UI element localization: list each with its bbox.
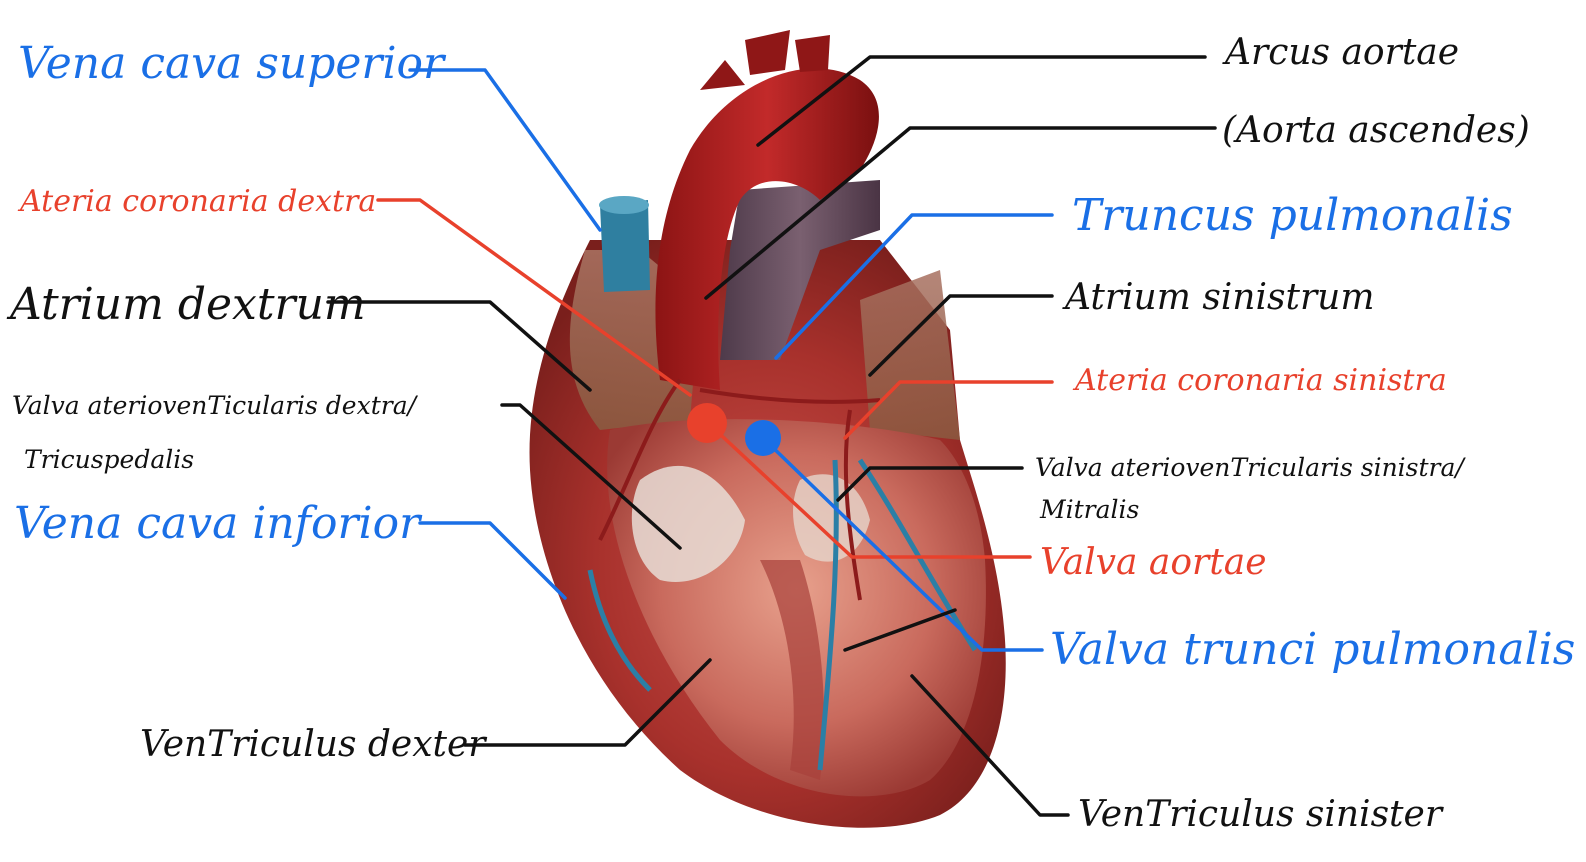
label-arcus-aortae: Arcus aortae — [1225, 35, 1459, 71]
label-arteria-coronaria-sinistra: Ateria coronaria sinistra — [1075, 366, 1447, 396]
leader-vena-cava-superior — [410, 70, 600, 230]
label-tricuspedalis: Tricuspedalis — [24, 447, 194, 472]
blue-dot-marker — [745, 420, 781, 456]
label-valva-aortae: Valva aortae — [1040, 545, 1267, 581]
label-atrium-sinistrum: Atrium sinistrum — [1065, 280, 1374, 316]
label-ventriculus-sinister: VenTriculus sinister — [1078, 797, 1442, 833]
label-arteria-coronaria-dextra: Ateria coronaria dextra — [20, 187, 376, 217]
label-valva-av-sinistra: Valva ateriovenTricularis sinistra/ — [1035, 455, 1464, 480]
label-ventriculus-dexter: VenTriculus dexter — [140, 727, 486, 763]
left-atrium — [860, 270, 960, 440]
red-dot-marker — [687, 403, 727, 443]
label-atrium-dextrum: Atrium dextrum — [10, 283, 366, 327]
label-truncus-pulmonalis: Truncus pulmonalis — [1072, 194, 1513, 238]
label-mitralis: Mitralis — [1040, 497, 1139, 522]
label-valva-trunci-pulmonalis: Valva trunci pulmonalis — [1050, 628, 1575, 672]
label-vena-cava-superior: Vena cava superior — [18, 42, 444, 86]
label-vena-cava-inferior: Vena cava inforior — [14, 502, 420, 546]
label-valva-av-dextra: Valva ateriovenTicularis dextra/ — [12, 393, 416, 418]
label-aorta-ascendes: (Aorta ascendes) — [1222, 113, 1530, 149]
